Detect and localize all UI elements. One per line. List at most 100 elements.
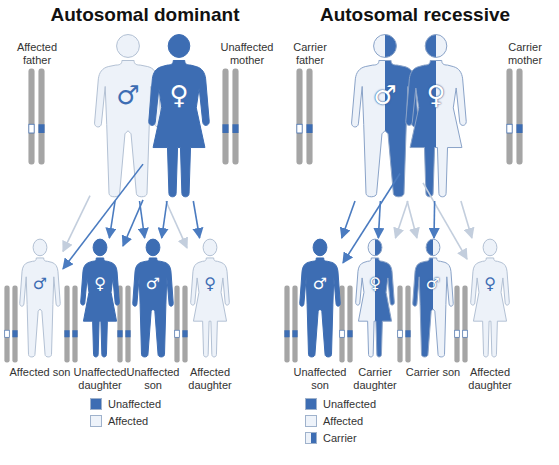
person-body — [133, 258, 173, 357]
person-head — [313, 239, 327, 256]
inheritance-arrow — [461, 201, 472, 238]
person-label: Unaffected daughter — [65, 366, 135, 392]
legend-swatch — [90, 415, 102, 427]
person-head — [117, 35, 140, 58]
person-label: Carrier mother — [495, 41, 555, 67]
person-label: Carrier son — [398, 366, 468, 379]
person-body — [413, 258, 453, 357]
legend-text: Affected — [108, 415, 148, 427]
sex-symbol: ♂ — [410, 276, 456, 292]
chromosome — [12, 285, 17, 362]
inheritance-arrow — [140, 201, 145, 238]
chromosome — [347, 285, 352, 362]
person-head — [483, 239, 497, 256]
chromosome — [296, 68, 302, 164]
person-head — [146, 239, 160, 256]
chromosome — [38, 68, 44, 164]
legend-swatch — [90, 398, 102, 410]
person-label: Affected daughter — [455, 366, 525, 392]
inheritance-arrow — [166, 201, 187, 248]
chromosome — [462, 285, 467, 362]
chromosome — [232, 68, 238, 164]
sex-symbol: ♀ — [352, 276, 398, 292]
person-silhouette — [410, 238, 456, 360]
person-silhouette — [352, 238, 398, 360]
person-body — [471, 258, 510, 357]
person-label: Carrier father — [280, 41, 340, 67]
chromosome — [516, 68, 522, 164]
person-body — [191, 258, 230, 357]
person-label: Carrier daughter — [340, 366, 410, 392]
inheritance-arrow — [407, 201, 417, 238]
person-head — [33, 239, 47, 256]
inheritance-arrow — [193, 201, 199, 238]
chromosome — [222, 68, 228, 164]
legend-swatch — [305, 415, 317, 427]
legend-text: Unaffected — [323, 398, 376, 410]
person-body — [406, 60, 466, 196]
sex-symbol: ♀ — [143, 82, 215, 108]
legend-text: Affected — [323, 415, 363, 427]
sex-symbol: ♂ — [297, 276, 343, 292]
person-body — [20, 258, 60, 357]
chromosome — [506, 68, 512, 164]
person-silhouette — [77, 238, 123, 360]
person-silhouette — [187, 238, 233, 360]
person-body — [81, 258, 120, 357]
chromosome — [454, 285, 459, 362]
chromosome — [4, 285, 9, 362]
person-silhouette — [400, 33, 472, 201]
legend-item: Affected — [305, 415, 363, 427]
chromosome — [182, 285, 187, 362]
inheritance-arrow — [433, 201, 435, 238]
inheritance-arrow — [123, 200, 143, 246]
sex-symbol: ♂ — [17, 276, 63, 292]
person-figure: ♂Unaffected son — [130, 238, 176, 360]
person-label: Affected father — [7, 41, 67, 67]
chromosome — [306, 68, 312, 164]
person-silhouette — [17, 238, 63, 360]
person-body — [149, 60, 209, 196]
inheritance-arrow — [395, 201, 407, 238]
person-figure: ♀Carrier daughter — [352, 238, 398, 360]
inheritance-arrow — [109, 201, 115, 238]
person-figure: ♀Affected daughter — [187, 238, 233, 360]
chromosome — [405, 285, 410, 362]
legend-item: Carrier — [305, 432, 357, 444]
person-figure: ♀Affected daughter — [467, 238, 513, 360]
chromosome — [174, 285, 179, 362]
person-silhouette — [467, 238, 513, 360]
chromosome — [284, 285, 289, 362]
legend-item: Unaffected — [305, 398, 376, 410]
person-body — [352, 60, 419, 196]
chromosome — [28, 68, 34, 164]
inheritance-arrow — [162, 201, 167, 238]
person-silhouette — [130, 238, 176, 360]
sex-symbol: ♀ — [467, 276, 513, 292]
chromosome — [292, 285, 297, 362]
person-figure: ♀Unaffected daughter — [77, 238, 123, 360]
legend-text: Carrier — [323, 432, 357, 444]
person-label: Affected son — [5, 366, 75, 379]
person-figure: ♂Carrier son — [410, 238, 456, 360]
person-figure: ♀Unaffected mother — [143, 33, 215, 201]
person-head — [168, 35, 190, 58]
person-body — [95, 60, 162, 196]
person-silhouette — [297, 238, 343, 360]
person-figure: ♂Affected son — [17, 238, 63, 360]
person-label: Affected daughter — [175, 366, 245, 392]
legend-swatch — [305, 398, 317, 410]
person-body — [356, 258, 395, 357]
chromosome — [64, 285, 69, 362]
legend-swatch — [305, 432, 317, 444]
person-label: Unaffected mother — [215, 41, 279, 67]
chromosome — [125, 285, 130, 362]
person-head — [203, 239, 217, 256]
panel-title: Autosomal recessive — [295, 4, 535, 26]
chromosome — [397, 285, 402, 362]
person-silhouette — [143, 33, 215, 201]
legend-item: Unaffected — [90, 398, 161, 410]
person-figure: ♀Carrier mother — [400, 33, 472, 201]
person-head — [368, 239, 382, 256]
